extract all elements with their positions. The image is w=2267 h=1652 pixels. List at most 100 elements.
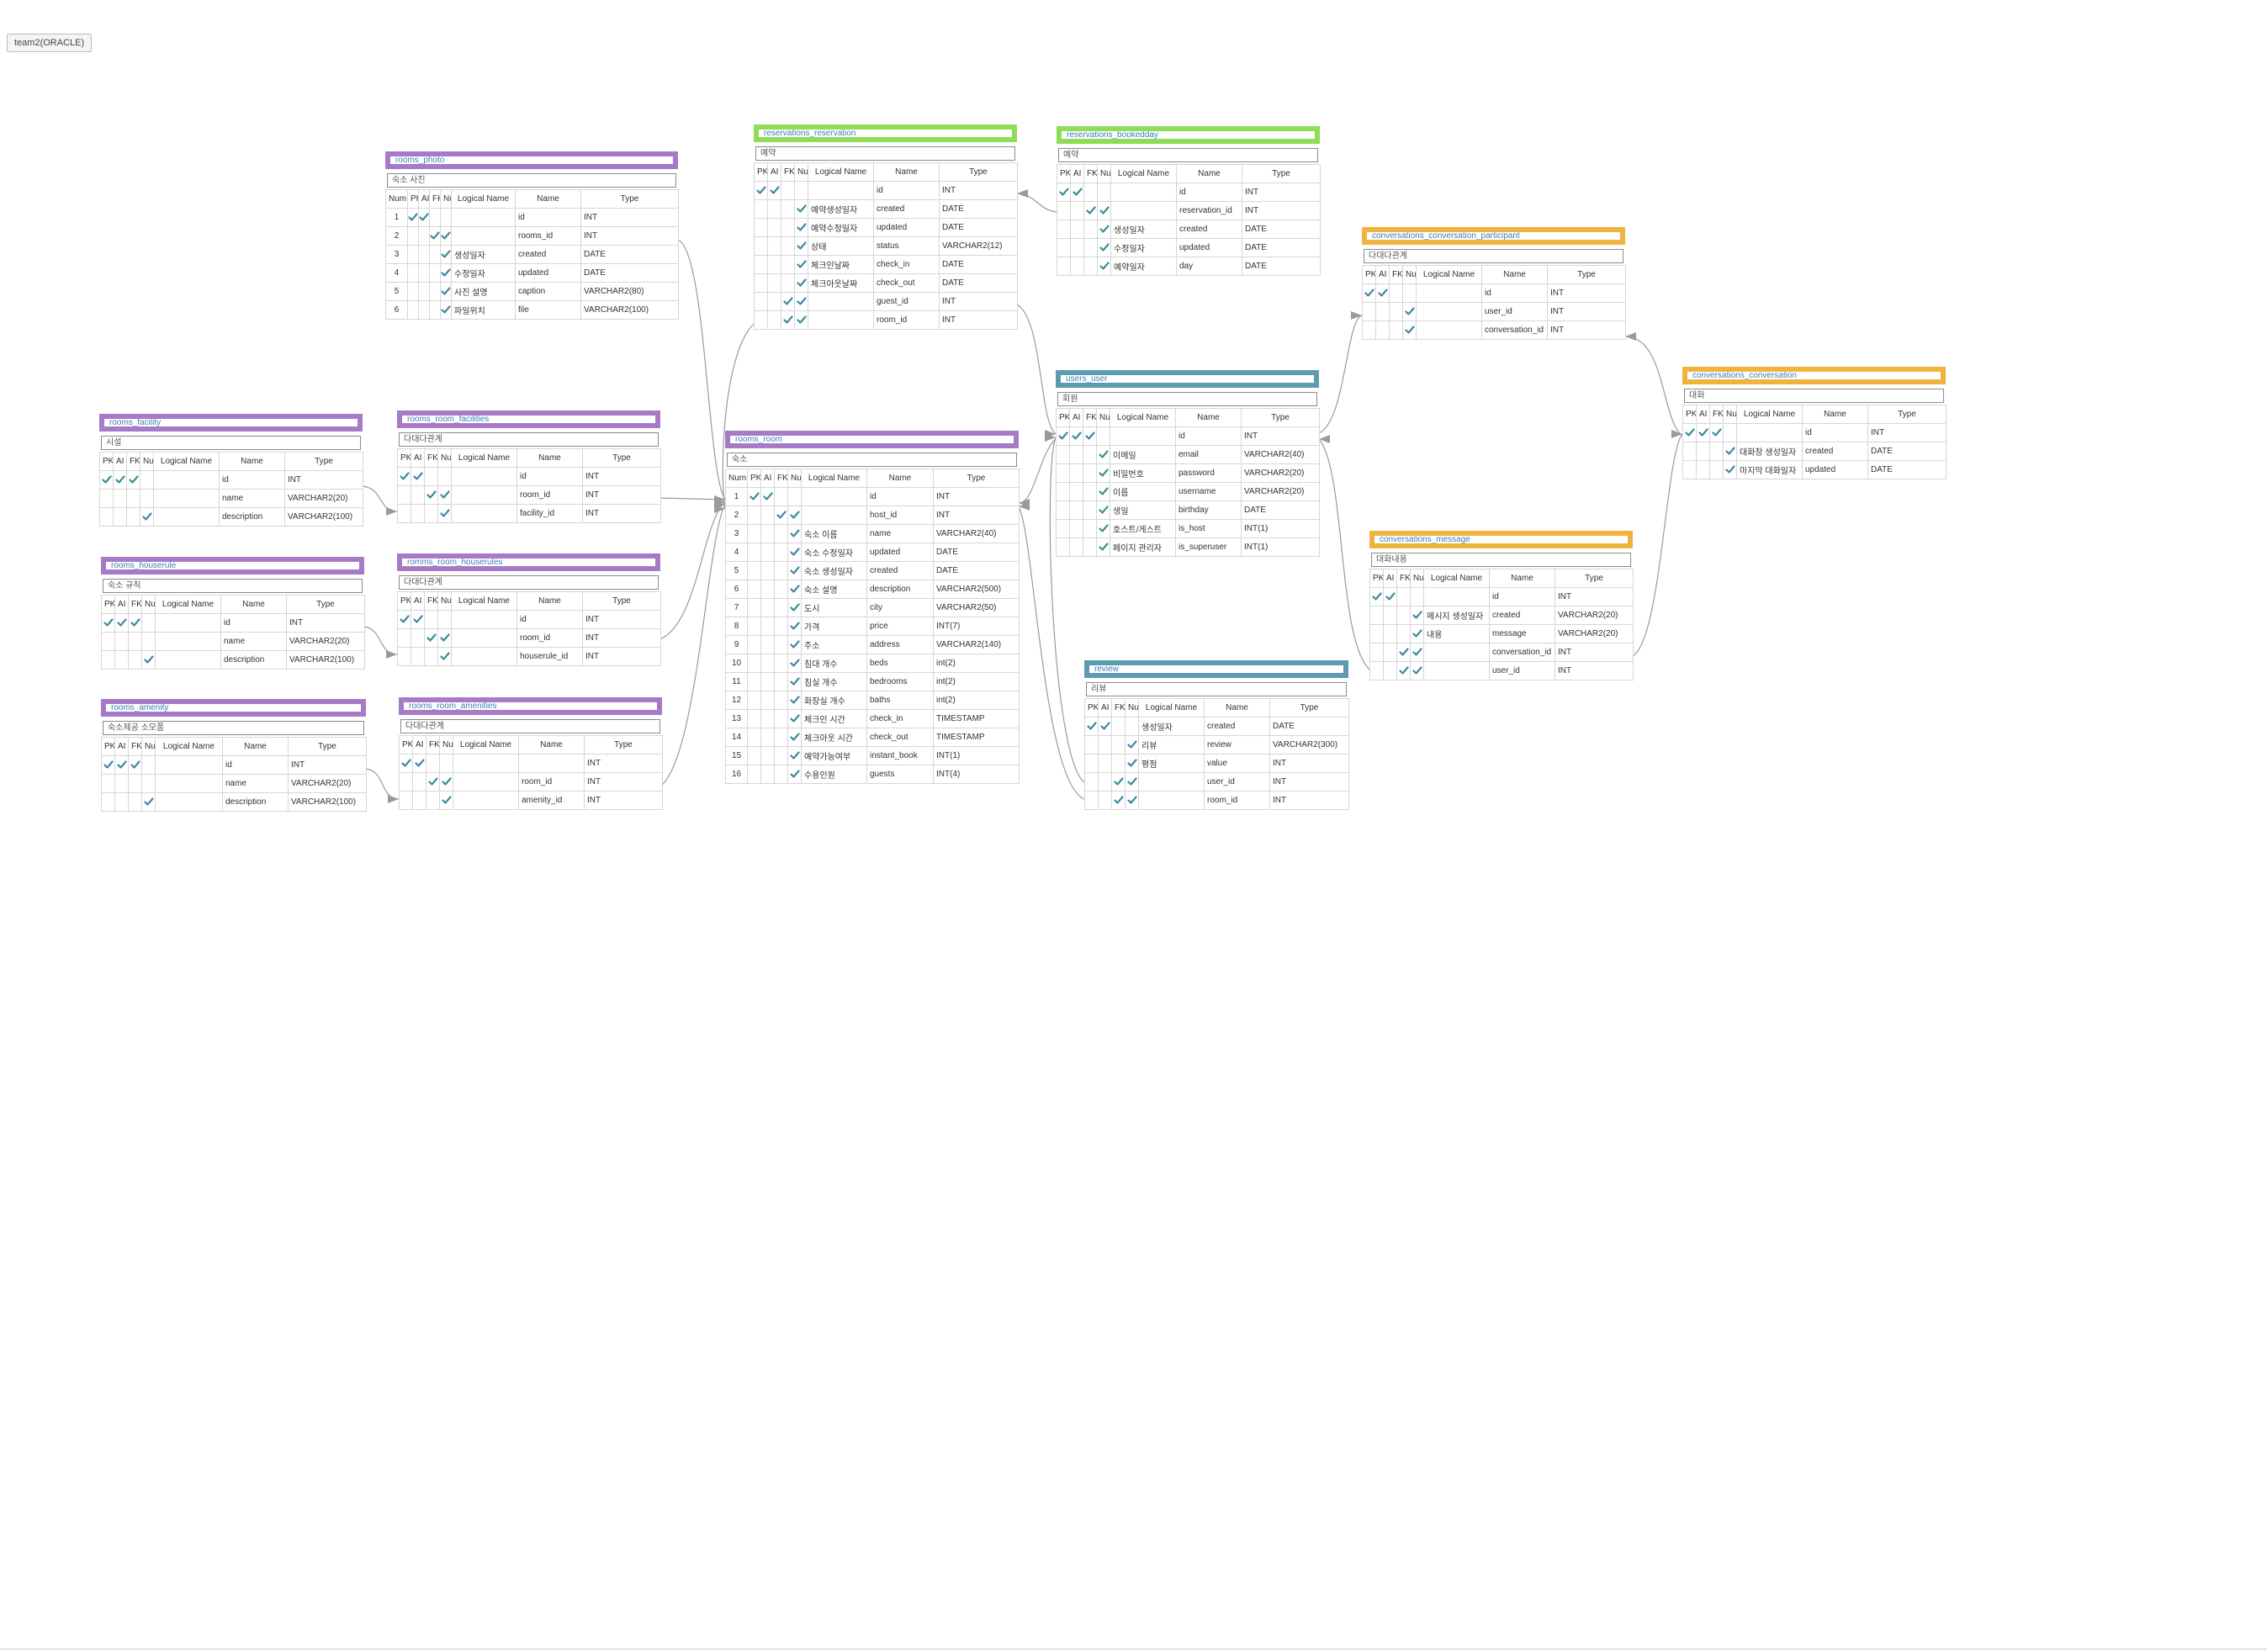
- column-name-cell[interactable]: rooms_id: [515, 226, 581, 246]
- pk-flag[interactable]: [1369, 606, 1384, 625]
- logical-name-cell[interactable]: [153, 470, 220, 490]
- pk-flag[interactable]: [754, 310, 768, 330]
- not-null-flag[interactable]: [141, 632, 156, 651]
- logical-name-cell[interactable]: 파일위치: [451, 300, 516, 320]
- not-null-flag[interactable]: [437, 467, 452, 486]
- ai-flag[interactable]: [1383, 606, 1397, 625]
- column-type-cell[interactable]: INT: [933, 487, 1020, 506]
- logical-name-cell[interactable]: [451, 226, 516, 246]
- ai-flag[interactable]: [1070, 238, 1084, 257]
- pk-flag[interactable]: [747, 672, 761, 691]
- column-type-cell[interactable]: INT: [933, 506, 1020, 525]
- column-type-cell[interactable]: INT: [1242, 201, 1321, 220]
- column-name-cell[interactable]: username: [1175, 482, 1242, 501]
- not-null-flag[interactable]: [1410, 606, 1424, 625]
- fk-flag[interactable]: [429, 263, 441, 283]
- logical-name-cell[interactable]: 상태: [808, 236, 874, 256]
- column-name-cell[interactable]: room_id: [1204, 791, 1270, 810]
- fk-flag[interactable]: [128, 774, 142, 793]
- column-type-cell[interactable]: INT: [1242, 183, 1321, 202]
- not-null-flag[interactable]: [439, 754, 453, 773]
- fk-flag[interactable]: [1083, 537, 1097, 557]
- column-type-cell[interactable]: VARCHAR2(20): [288, 774, 367, 793]
- fk-flag[interactable]: [426, 754, 440, 773]
- not-null-flag[interactable]: [140, 470, 154, 490]
- column-name-cell[interactable]: id: [1481, 283, 1548, 303]
- logical-name-cell[interactable]: [451, 610, 517, 629]
- fk-flag[interactable]: [781, 181, 795, 200]
- pk-flag[interactable]: [1057, 183, 1071, 202]
- ai-flag[interactable]: [1070, 257, 1084, 276]
- pk-flag[interactable]: [1369, 661, 1384, 680]
- logical-name-cell[interactable]: [451, 628, 517, 648]
- entity-romms-room-houserules[interactable]: romms_room_houserules다대다관계PKAIFKNullLogi…: [397, 553, 661, 666]
- fk-flag[interactable]: [774, 524, 788, 543]
- pk-flag[interactable]: [101, 755, 115, 775]
- logical-name-cell[interactable]: 이메일: [1110, 445, 1176, 464]
- logical-name-cell[interactable]: 수용인원: [801, 765, 867, 784]
- column-type-cell[interactable]: int(2): [933, 691, 1020, 710]
- fk-flag[interactable]: [1111, 791, 1126, 810]
- column-type-cell[interactable]: INT: [1555, 643, 1634, 662]
- pk-flag[interactable]: [397, 647, 411, 666]
- not-null-flag[interactable]: [437, 610, 452, 629]
- table-row[interactable]: INT: [399, 754, 663, 773]
- ai-flag[interactable]: [114, 650, 129, 670]
- ai-flag[interactable]: [113, 489, 127, 508]
- logical-name-cell[interactable]: [1110, 201, 1177, 220]
- column-name-cell[interactable]: updated: [1176, 238, 1242, 257]
- logical-name-cell[interactable]: [451, 467, 517, 486]
- column-type-cell[interactable]: VARCHAR2(20): [1555, 606, 1634, 625]
- column-name-cell[interactable]: is_host: [1175, 519, 1242, 538]
- logical-name-cell[interactable]: 예약생성일자: [808, 199, 874, 219]
- ai-flag[interactable]: [1375, 283, 1390, 303]
- column-name-cell[interactable]: birthday: [1175, 500, 1242, 520]
- column-type-cell[interactable]: INT: [1555, 661, 1634, 680]
- fk-flag[interactable]: [1396, 624, 1411, 643]
- fk-flag[interactable]: [1396, 587, 1411, 606]
- column-type-cell[interactable]: VARCHAR2(12): [939, 236, 1018, 256]
- not-null-flag[interactable]: [1723, 442, 1737, 461]
- not-null-flag[interactable]: [787, 543, 802, 562]
- conn-reservation-room[interactable]: [714, 323, 755, 513]
- pk-flag[interactable]: [1056, 445, 1070, 464]
- fk-flag[interactable]: [1083, 257, 1098, 276]
- column-type-cell[interactable]: INT: [284, 470, 363, 490]
- column-name-cell[interactable]: bedrooms: [866, 672, 934, 691]
- pk-flag[interactable]: [397, 467, 411, 486]
- logical-name-cell[interactable]: [1138, 791, 1205, 810]
- fk-flag[interactable]: [774, 543, 788, 562]
- pk-flag[interactable]: [747, 709, 761, 728]
- column-type-cell[interactable]: DATE: [1867, 442, 1947, 461]
- not-null-flag[interactable]: [437, 647, 452, 666]
- column-name-cell[interactable]: beds: [866, 654, 934, 673]
- not-null-flag[interactable]: [794, 199, 808, 219]
- logical-name-cell[interactable]: 체크인 시간: [801, 709, 867, 728]
- column-name-cell[interactable]: id: [220, 613, 287, 633]
- logical-name-cell[interactable]: [155, 755, 223, 775]
- ai-flag[interactable]: [113, 470, 127, 490]
- column-name-cell[interactable]: file: [515, 300, 581, 320]
- not-null-flag[interactable]: [794, 292, 808, 311]
- logical-name-cell[interactable]: 생성일자: [1110, 220, 1177, 239]
- not-null-flag[interactable]: [437, 504, 452, 523]
- ai-flag[interactable]: [760, 617, 775, 636]
- pk-flag[interactable]: [754, 292, 768, 311]
- ai-flag[interactable]: [760, 487, 775, 506]
- not-null-flag[interactable]: [1097, 238, 1111, 257]
- not-null-flag[interactable]: [1410, 587, 1424, 606]
- fk-flag[interactable]: [128, 792, 142, 812]
- pk-flag[interactable]: [754, 218, 768, 237]
- column-name-cell[interactable]: room_id: [873, 310, 940, 330]
- column-name-cell[interactable]: updated: [515, 263, 581, 283]
- column-type-cell[interactable]: INT: [288, 755, 367, 775]
- logical-name-cell[interactable]: 대화창 생성일자: [1736, 442, 1803, 461]
- ai-flag[interactable]: [114, 792, 129, 812]
